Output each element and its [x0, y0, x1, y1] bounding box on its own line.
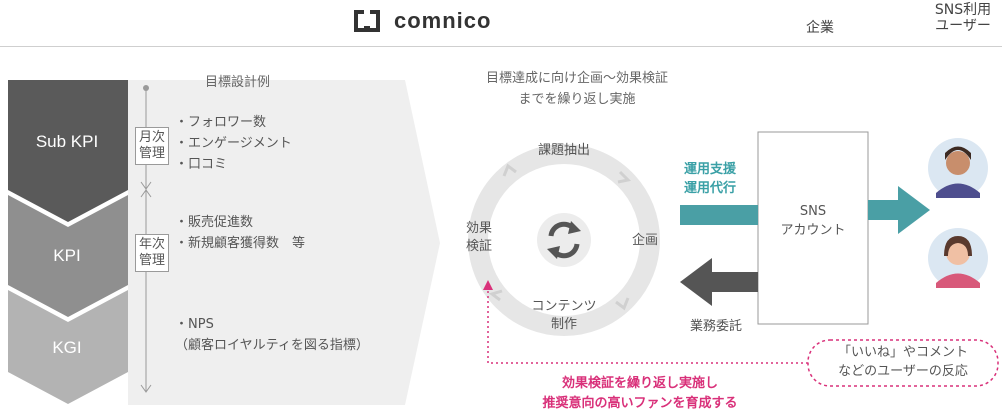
kpi-item-sales: ・販売促進数	[175, 215, 254, 230]
monthly-management-label: 月次 管理	[135, 127, 169, 165]
sns-account-line2: アカウント	[780, 223, 846, 238]
user-arrow-head	[898, 186, 930, 234]
cycle-chevron-1	[617, 170, 632, 184]
kgi-chevron	[8, 290, 128, 404]
outsource-arrow-head	[680, 258, 712, 306]
fan-growth-message: 効果検証を繰り返し実施し 推奨意向の高いファンを育成する	[490, 374, 790, 414]
comnico-logo: comnico	[350, 8, 491, 34]
cycle-title-line1: 目標達成に向け企画〜効果検証	[485, 71, 668, 86]
reaction-line2: などのユーザーの反応	[838, 364, 968, 379]
kgi-label: KGI	[52, 338, 82, 357]
cycle-chevron-2	[615, 297, 630, 311]
reaction-line1: 「いいね」やコメント	[837, 345, 968, 360]
sns-user-header-line1: SNS利用	[934, 2, 992, 18]
yearly-management-label: 年次 管理	[135, 234, 169, 272]
sns-account-label: SNS アカウント	[758, 202, 868, 240]
monthly-line1: 月次	[139, 130, 166, 145]
kpi-item-new-customers: ・新規顧客獲得数 等	[175, 236, 306, 251]
sns-user-header-line2: ユーザー	[935, 18, 991, 34]
cycle-ring	[468, 144, 660, 336]
user-avatar-1-icon	[928, 138, 988, 198]
cycle-center-disc	[537, 213, 591, 267]
cycle-step-review-line1: 効果	[466, 221, 493, 236]
sub-kpi-items: ・フォロワー数 ・エンゲージメント ・口コミ	[175, 112, 292, 175]
cycle-chevron-3	[488, 289, 503, 302]
kpi-chevron	[8, 195, 128, 317]
yearly-line1: 年次	[139, 237, 166, 252]
cycle-title: 目標達成に向け企画〜効果検証 までを繰り返し実施	[452, 68, 702, 110]
reaction-label: 「いいね」やコメント などのユーザーの反応	[808, 343, 998, 381]
user-arrow-body	[868, 200, 898, 220]
cycle-step-issue: 課題抽出	[537, 143, 590, 158]
goal-panel-background	[128, 80, 440, 405]
sub-kpi-item-followers: ・フォロワー数	[175, 115, 267, 130]
sns-account-box	[757, 131, 869, 325]
sub-kpi-item-wom: ・口コミ	[175, 157, 228, 172]
fan-growth-line1: 効果検証を繰り返し実施し	[561, 376, 718, 391]
outsource-label: 業務委託	[690, 319, 743, 334]
yearly-line2: 管理	[139, 253, 166, 268]
feedback-arrow-head	[483, 280, 493, 290]
cycle-step-content-line1: コンテンツ	[531, 299, 597, 314]
user-avatar-2-icon	[928, 228, 988, 288]
refresh-icon	[547, 221, 581, 259]
logo-text: comnico	[394, 8, 492, 33]
support-label: 運用支援 運用代行	[684, 160, 736, 198]
cycle-step-content-line2: 制作	[550, 317, 577, 332]
kpi-label: KPI	[53, 246, 81, 265]
cycle-step-review-line2: 検証	[466, 239, 493, 254]
cycle-chevron-4	[502, 163, 517, 177]
kgi-items: ・NPS （顧客ロイヤルティを図る指標）	[175, 314, 369, 356]
support-arrow-left-body	[680, 205, 758, 225]
sns-user-header: SNS利用 ユーザー	[924, 2, 1002, 34]
sub-kpi-label: Sub KPI	[35, 132, 99, 151]
timeline-start-dot	[143, 85, 149, 91]
cycle-step-review: 効果 検証	[466, 220, 492, 256]
sub-kpi-chevron	[8, 80, 128, 222]
company-header: 企業	[806, 20, 834, 36]
monthly-line2: 管理	[139, 146, 166, 161]
outsource-arrow-body	[712, 272, 758, 292]
cycle-step-plan: 企画	[632, 233, 659, 248]
header-divider	[0, 46, 1002, 47]
kgi-item-nps: ・NPS	[175, 317, 214, 332]
cycle-step-content: コンテンツ 制作	[524, 298, 604, 334]
goal-design-title: 目標設計例	[205, 75, 271, 90]
kpi-items: ・販売促進数 ・新規顧客獲得数 等	[175, 212, 305, 254]
support-label-line1: 運用支援	[684, 162, 737, 177]
sns-account-line1: SNS	[799, 204, 827, 219]
fan-growth-line2: 推奨意向の高いファンを育成する	[542, 396, 738, 411]
kgi-item-nps-note: （顧客ロイヤルティを図る指標）	[175, 338, 369, 353]
feedback-path	[487, 284, 808, 364]
yearly-up-arrow	[140, 189, 152, 198]
sub-kpi-item-engagement: ・エンゲージメント	[175, 136, 292, 151]
support-label-line2: 運用代行	[684, 181, 737, 196]
logo-mark-icon	[354, 10, 380, 32]
timeline-end-arrow	[140, 384, 152, 393]
monthly-down-arrow	[140, 181, 152, 190]
cycle-title-line2: までを繰り返し実施	[518, 92, 636, 107]
